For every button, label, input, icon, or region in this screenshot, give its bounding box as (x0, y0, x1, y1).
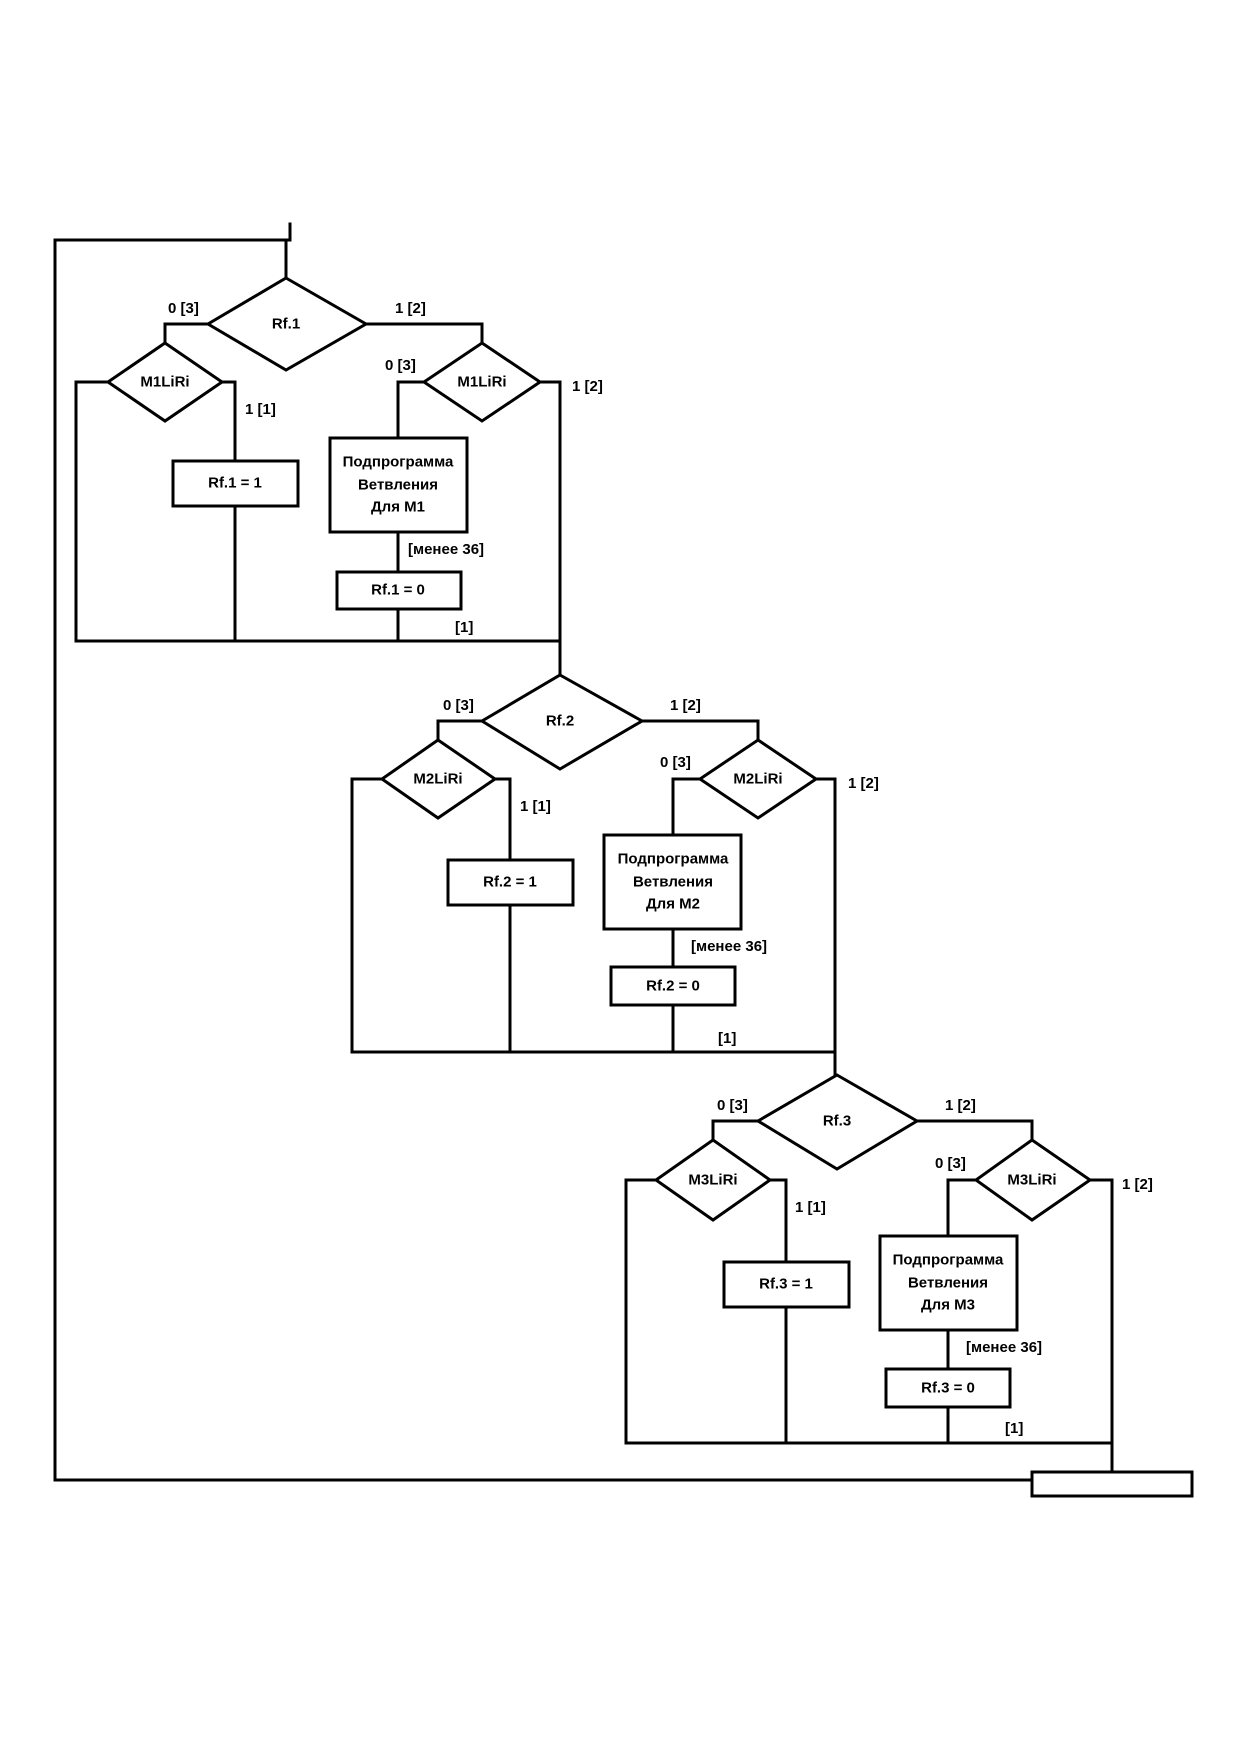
rf-2-no-label: 0 [3] (443, 697, 474, 714)
rf-1-no-label: 0 [3] (168, 300, 199, 317)
m1liri-right-yes-label: 1 [2] (572, 378, 603, 395)
rf-1-yes-label: 1 [2] (395, 300, 426, 317)
subroutine-m2-less-label: [менее 36] (691, 938, 767, 955)
rf-2-set-one-label: Rf.2 = 1 (483, 874, 537, 891)
rf-3-set-zero-label: Rf.3 = 0 (921, 1380, 975, 1397)
m3liri-left-yes-label: 1 [1] (795, 1199, 826, 1216)
connector-lines (74, 322, 562, 677)
subroutine-m1-line-3: Для M1 (371, 499, 425, 516)
decision-m1liri-right (421, 341, 543, 423)
decision-m3liri-left (653, 1138, 773, 1222)
m3liri-right-label: M3LiRi (1007, 1172, 1056, 1189)
rf-1-set-zero-box (335, 570, 463, 611)
m1liri-left-label: M1LiRi (140, 374, 189, 391)
decision-m3liri-right (973, 1138, 1093, 1222)
decision-rf-1-label: Rf.1 (272, 316, 300, 333)
decision-rf-3 (755, 1073, 920, 1171)
subroutine-m2-box (602, 833, 743, 931)
decision-rf-1 (205, 276, 370, 372)
exit-bar (1030, 1470, 1194, 1498)
rf-1-set-zero-label: Rf.1 = 0 (371, 582, 425, 599)
rf-3-set-one-box (722, 1260, 851, 1309)
subroutine-m2-line-2: Ветвления (633, 874, 713, 891)
m2liri-right-label: M2LiRi (733, 771, 782, 788)
rf-3-yes-label: 1 [2] (945, 1097, 976, 1114)
connector-lines (624, 1119, 1114, 1474)
subroutine-m1-line-1: Подпрограмма (343, 454, 454, 471)
m1liri-right-label: M1LiRi (457, 374, 506, 391)
connector-lines (350, 719, 837, 1077)
subroutine-m3-line-3: Для M3 (921, 1297, 975, 1314)
rf-2-yes-label: 1 [2] (670, 697, 701, 714)
decision-rf-2-label: Rf.2 (546, 713, 574, 730)
loop-connector (53, 222, 1034, 1482)
branch-block-2: Rf.2 0 [3] 1 [2] M2LiRi 1 [1] Rf.2 = 1 M… (350, 673, 879, 1077)
subroutine-m3-box (878, 1234, 1019, 1332)
m1liri-left-yes-label: 1 [1] (245, 401, 276, 418)
subroutine-m2-line-1: Подпрограмма (618, 851, 729, 868)
subroutine-m3-less-label: [менее 36] (966, 1339, 1042, 1356)
m2liri-right-yes-label: 1 [2] (848, 775, 879, 792)
subroutine-m1-less-label: [менее 36] (408, 541, 484, 558)
subroutine-m3-line-2: Ветвления (908, 1275, 988, 1292)
block-1-merge-label: [1] (455, 619, 473, 636)
decision-m2liri-right (697, 738, 819, 820)
rf-3-set-zero-box (884, 1367, 1012, 1409)
subroutine-m2-line-3: Для M2 (646, 896, 700, 913)
branch-block-3: Rf.3 0 [3] 1 [2] M3LiRi 1 [1] Rf.3 = 1 M… (624, 1073, 1153, 1474)
decision-rf-2 (479, 673, 646, 771)
rf-2-set-zero-box (609, 965, 737, 1007)
m3liri-right-yes-label: 1 [2] (1122, 1176, 1153, 1193)
rf-3-set-one-label: Rf.3 = 1 (759, 1276, 813, 1293)
subroutine-m1-box (328, 436, 469, 534)
m2liri-right-no-label: 0 [3] (660, 754, 691, 771)
subroutine-m3-line-1: Подпрограмма (893, 1252, 1004, 1269)
decision-m1liri-left (105, 341, 225, 423)
rf-3-no-label: 0 [3] (717, 1097, 748, 1114)
m2liri-left-yes-label: 1 [1] (520, 798, 551, 815)
decision-rf-3-label: Rf.3 (823, 1113, 851, 1130)
rf-2-set-one-box (446, 858, 575, 907)
block-3-merge-label: [1] (1005, 1420, 1023, 1437)
m2liri-left-label: M2LiRi (413, 771, 462, 788)
m3liri-left-label: M3LiRi (688, 1172, 737, 1189)
m3liri-right-no-label: 0 [3] (935, 1155, 966, 1172)
rf-1-set-one-box (171, 459, 300, 508)
rf-2-set-zero-label: Rf.2 = 0 (646, 978, 700, 995)
subroutine-m1-line-2: Ветвления (358, 477, 438, 494)
block-2-merge-label: [1] (718, 1030, 736, 1047)
rf-1-set-one-label: Rf.1 = 1 (208, 475, 262, 492)
m1liri-right-no-label: 0 [3] (385, 357, 416, 374)
branch-block-1: Rf.1 0 [3] 1 [2] M1LiRi 1 [1] Rf.1 = 1 M… (74, 276, 603, 677)
decision-m2liri-left (379, 738, 498, 820)
